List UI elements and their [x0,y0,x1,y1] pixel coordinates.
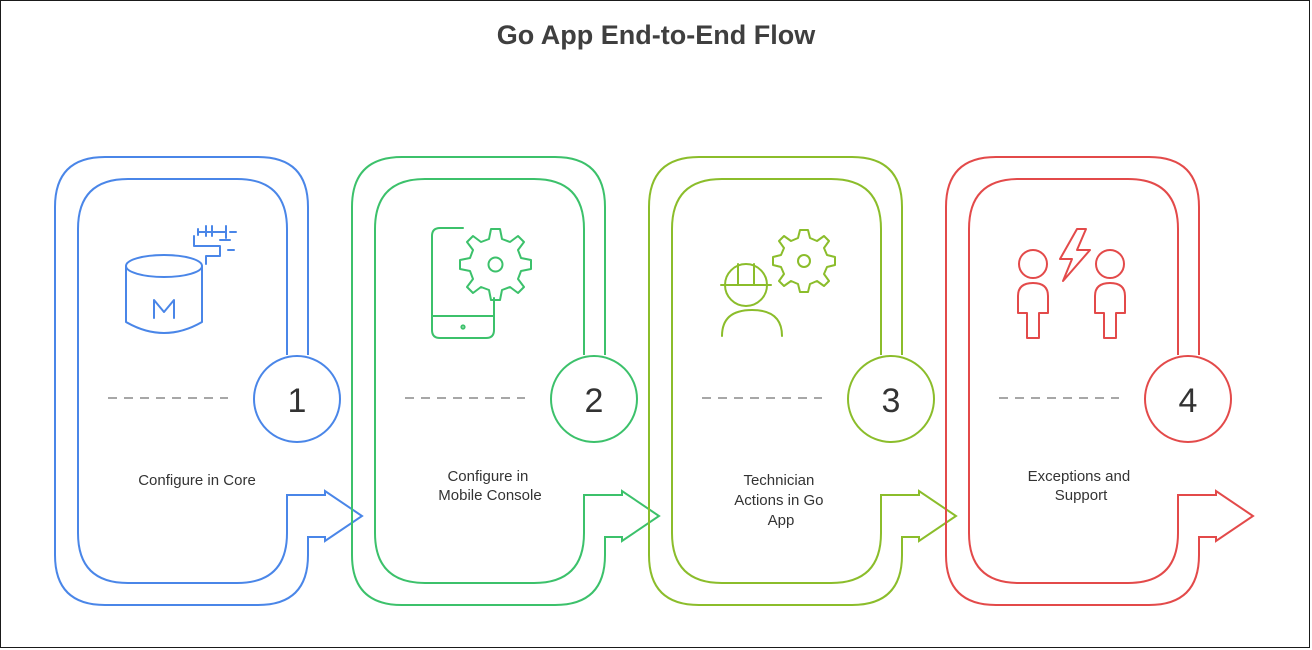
step-2-label-line-2: Mobile Console [438,487,541,504]
step-3-outer-track [648,156,958,606]
step-1-label-line-1: Configure in Core [138,472,256,489]
step-3-label-line-1: Technician [743,472,814,489]
diagram-title: Go App End-to-End Flow [496,20,816,50]
step-3: 3 Technician Actions in Go App [648,156,958,606]
step-1: 1 Configure in Core [54,156,364,606]
technician-gear-icon [720,229,836,337]
step-4-label-line-2: Support [1055,487,1108,504]
step-1-number: 1 [288,382,307,420]
mobile-gear-icon [431,227,532,339]
step-4-label: Exceptions and Support [1028,468,1135,504]
step-2-number-circle [550,355,638,443]
step-2-label-line-1: Configure in [447,468,528,485]
step-2-number: 2 [585,382,604,420]
step-3-number-circle [847,355,935,443]
step-4-number-circle [1144,355,1232,443]
step-1-label: Configure in Core [138,472,256,489]
step-4: 4 Exceptions and Support [945,156,1255,606]
step-4-number: 4 [1179,382,1198,420]
database-chip-icon [125,225,237,334]
step-3-number: 3 [882,382,901,420]
step-2-label: Configure in Mobile Console [438,468,541,504]
step-2-outer-track [351,156,661,606]
step-1-number-circle [253,355,341,443]
step-2: 2 Configure in Mobile Console [351,156,661,606]
step-3-label: Technician Actions in Go App [734,472,827,529]
step-4-label-line-1: Exceptions and [1028,468,1131,485]
step-1-outer-track [54,156,364,606]
step-3-label-line-3: App [768,512,795,529]
step-3-label-line-2: Actions in Go [734,492,823,509]
step-4-outer-track [945,156,1255,606]
people-conflict-icon [1017,228,1126,339]
